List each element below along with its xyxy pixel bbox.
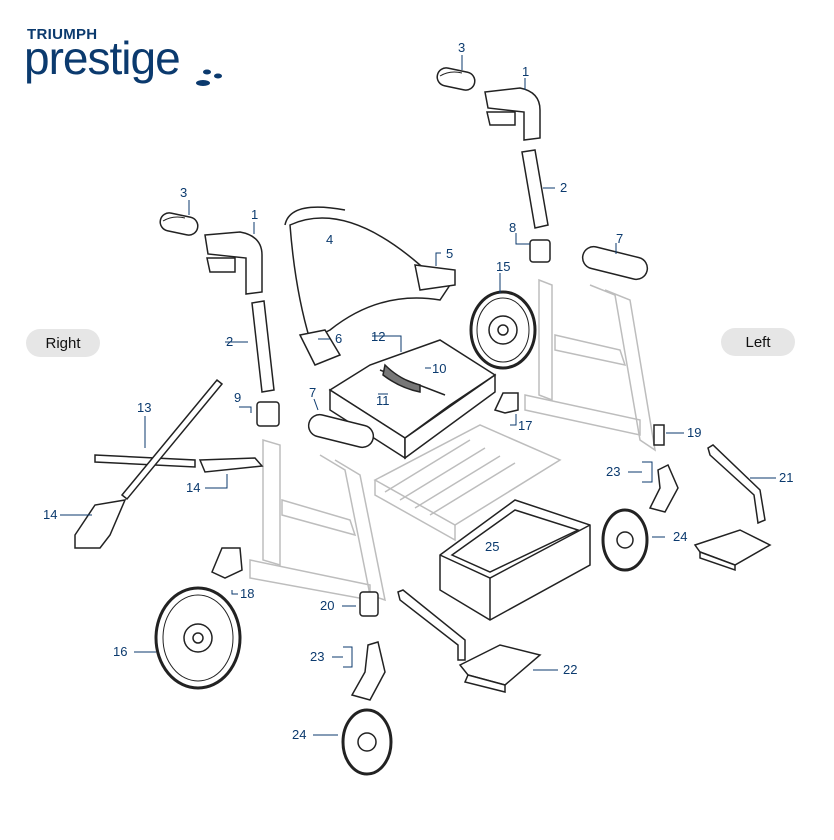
handle-right [204,231,263,295]
callout-14: 14 [43,507,57,522]
callout-1: 1 [522,64,529,79]
ghost-frame-left [524,278,657,452]
handle-left [484,87,541,141]
spring-20 [359,591,379,617]
brand-dots-icon [196,69,222,86]
callout-6: 6 [335,331,342,346]
footrest-right [397,589,542,693]
callout-22: 22 [563,662,577,677]
front-caster-left [601,508,649,572]
callout-7: 7 [309,385,316,400]
caster-fork-left [648,463,679,513]
ghost-footplate-seat [373,424,562,542]
grip-left [436,67,476,91]
front-caster-right [341,708,393,776]
tube-left [521,149,549,229]
grip-right [159,212,199,236]
callout-7: 7 [616,231,623,246]
callout-16: 16 [113,644,127,659]
ghost-frame-right [249,438,386,602]
callout-25: 25 [485,539,499,554]
callout-4: 4 [326,232,333,247]
callout-9: 9 [234,390,241,405]
rear-wheel-left [469,290,537,370]
callout-24: 24 [292,727,306,742]
backrest [284,206,456,366]
cap-17 [493,392,519,414]
callout-20: 20 [320,598,334,613]
callout-24: 24 [673,529,687,544]
callout-8: 8 [509,220,516,235]
callout-14: 14 [186,480,200,495]
caster-fork-right [350,641,386,701]
callout-23: 23 [310,649,324,664]
callout-12: 12 [371,329,385,344]
spring-19 [653,424,665,446]
callout-17: 17 [518,418,532,433]
tube-right [251,300,275,393]
leader-lines [60,55,776,736]
armrest-right [307,413,375,449]
callout-1: 1 [251,207,258,222]
clip-9 [256,401,280,427]
brand-line2: prestige [24,32,181,84]
brake-part-14b [74,499,127,549]
seat-cushion [328,339,497,460]
brake-rods [94,378,224,501]
clip-8 [529,239,551,263]
armrest-left [581,245,649,281]
callout-21: 21 [779,470,793,485]
callout-3: 3 [180,185,187,200]
footrest-left [693,444,772,572]
callout-15: 15 [496,259,510,274]
callout-19: 19 [687,425,701,440]
callout-5: 5 [446,246,453,261]
storage-basket [439,499,591,621]
cap-18 [211,547,243,579]
right-side-label: Right [26,329,100,357]
callout-3: 3 [458,40,465,55]
brand-line1: TRIUMPH [27,26,98,43]
callout-2: 2 [560,180,567,195]
callout-11: 11 [376,393,390,408]
callout-10: 10 [432,361,446,376]
rear-wheel-right [154,586,242,690]
brake-part-14a [198,457,264,473]
callout-13: 13 [137,400,151,415]
callout-18: 18 [240,586,254,601]
left-side-label: Left [721,328,795,356]
callout-2: 2 [226,334,233,349]
callout-23: 23 [606,464,620,479]
callout-labels: 1 1 2 2 3 3 4 5 6 7 7 8 9 10 11 12 13 14… [43,40,793,742]
